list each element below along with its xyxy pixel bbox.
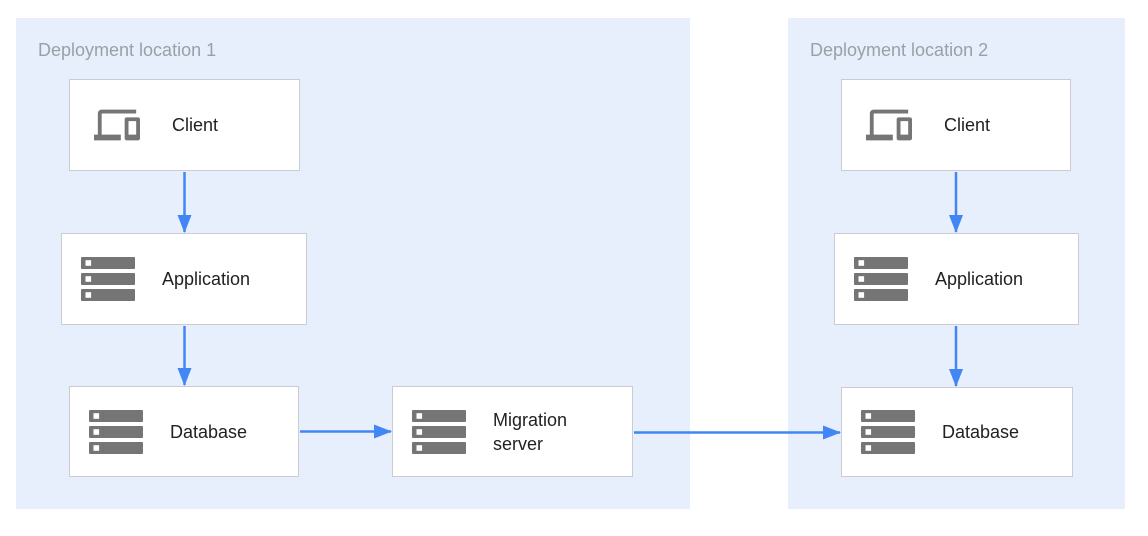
node-migration-server: Migration server [392, 386, 633, 477]
node-client-2: Client [841, 79, 1071, 171]
servers-icon [89, 409, 143, 454]
servers-icon [854, 257, 908, 301]
region-label: Deployment location 2 [810, 40, 989, 60]
servers-icon [861, 410, 915, 454]
node-label: Application [162, 269, 251, 289]
node-label: Client [944, 115, 991, 135]
node-database-1: Database [69, 386, 299, 477]
node-label: Migration server [493, 409, 568, 454]
servers-icon [412, 409, 466, 454]
node-label: Client [172, 115, 219, 135]
node-label: Database [170, 421, 248, 442]
node-application-1: Application [61, 233, 307, 325]
node-database-2: Database [841, 387, 1073, 477]
node-label: Application [935, 269, 1024, 289]
servers-icon [81, 257, 135, 301]
region-label: Deployment location 1 [38, 40, 217, 60]
devices-icon [89, 102, 145, 148]
node-label: Database [942, 422, 1020, 442]
node-application-2: Application [834, 233, 1079, 325]
node-client-1: Client [69, 79, 300, 171]
devices-icon [861, 102, 917, 148]
